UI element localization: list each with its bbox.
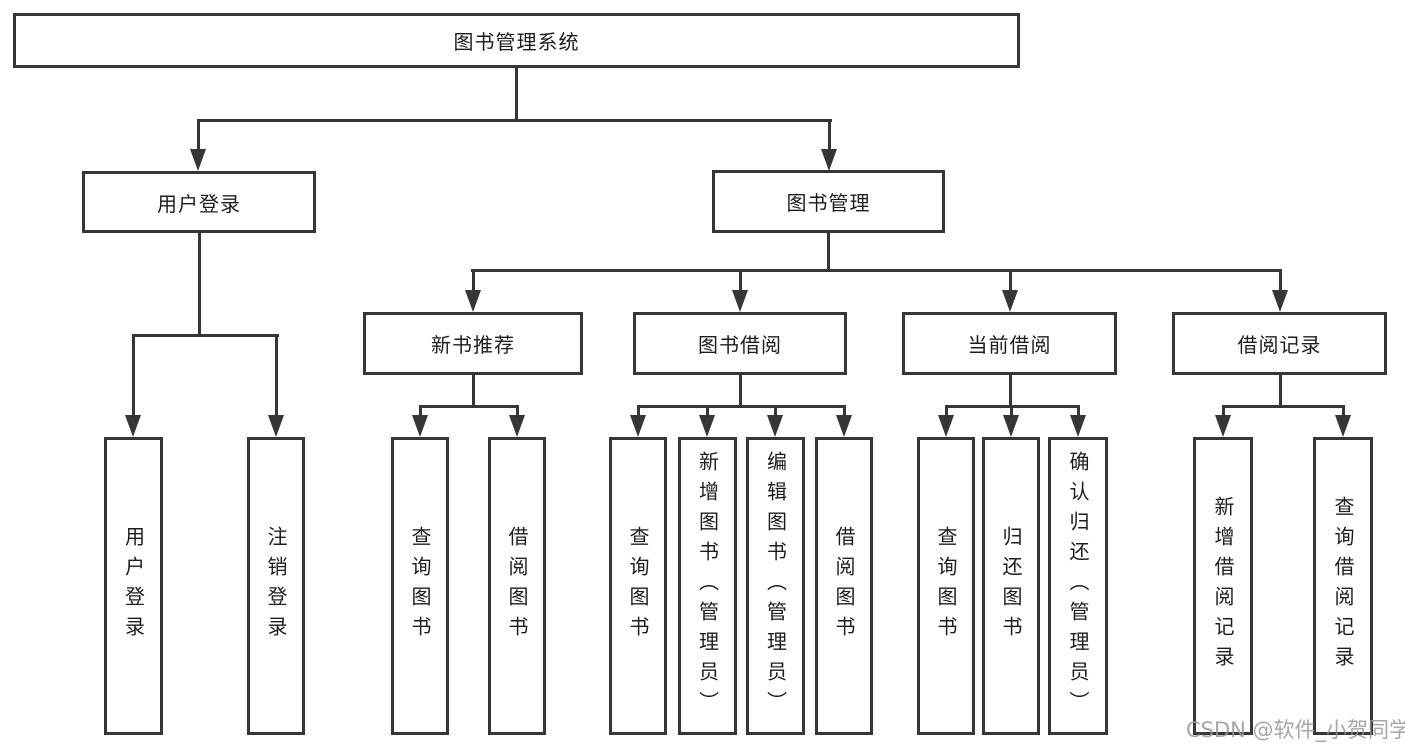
connector	[739, 269, 742, 292]
connector	[132, 334, 279, 337]
arrow-down-icon	[465, 290, 481, 312]
leaf-return-books: 归还图书	[982, 437, 1040, 735]
leaf-borrow-books-label: 借阅图书	[832, 526, 856, 646]
connector	[637, 405, 640, 417]
leaf-return-books-label: 归还图书	[999, 526, 1023, 646]
csdn-watermark: CSDN @软件_小贺同学	[1186, 718, 1405, 742]
leaf-user-login: 用户登录	[104, 437, 163, 735]
connector	[739, 375, 742, 408]
leaf-add-books-admin: 新增图书（管理员）	[678, 437, 737, 735]
leaf-add-borrow-record-label: 新增借阅记录	[1211, 496, 1235, 676]
leaf-query-books-current-label: 查询图书	[934, 526, 958, 646]
connector	[843, 405, 846, 417]
connector	[197, 120, 200, 151]
connector	[1077, 405, 1080, 417]
leaf-logout-label: 注销登录	[264, 526, 288, 646]
connector	[1342, 405, 1345, 417]
arrow-down-icon	[732, 290, 748, 312]
arrow-down-icon	[1002, 290, 1018, 312]
connector	[774, 405, 777, 417]
arrow-down-icon	[821, 149, 837, 171]
arrow-down-icon	[630, 415, 646, 437]
arrow-down-icon	[938, 415, 954, 437]
node-book-management-label: 图书管理	[786, 191, 871, 215]
connector	[515, 68, 518, 121]
node-user-login-label: 用户登录	[157, 191, 241, 216]
arrow-down-icon	[1003, 415, 1019, 437]
leaf-query-books-borrowing: 查询图书	[609, 437, 667, 735]
node-current-borrowing-label: 当前借阅	[967, 333, 1052, 357]
leaf-add-books-admin-label: 新增图书（管理员）	[695, 451, 720, 721]
leaf-borrow-books-recommend-label: 借阅图书	[505, 526, 529, 646]
arrow-down-icon	[767, 415, 783, 437]
connector	[1009, 375, 1012, 408]
arrow-down-icon	[1070, 415, 1086, 437]
node-book-borrowing: 图书借阅	[633, 312, 847, 375]
leaf-edit-books-admin: 编辑图书（管理员）	[746, 437, 805, 735]
node-book-management: 图书管理	[712, 170, 945, 233]
connector	[637, 405, 846, 408]
node-book-borrowing-label: 图书借阅	[698, 333, 782, 357]
leaf-borrow-books: 借阅图书	[815, 437, 873, 735]
node-borrowing-records-label: 借阅记录	[1237, 333, 1322, 357]
leaf-confirm-return-admin: 确认归还（管理员）	[1048, 437, 1108, 735]
connector	[472, 375, 475, 408]
arrow-down-icon	[268, 415, 284, 437]
connector	[827, 233, 830, 272]
leaf-query-books-recommend: 查询图书	[391, 437, 449, 735]
connector	[1279, 269, 1282, 292]
arrow-down-icon	[1272, 290, 1288, 312]
connector	[828, 120, 831, 151]
connector	[275, 334, 278, 417]
connector	[419, 405, 519, 408]
leaf-query-borrow-record-label: 查询借阅记录	[1331, 496, 1355, 676]
node-borrowing-records: 借阅记录	[1172, 312, 1387, 375]
arrow-down-icon	[509, 415, 525, 437]
arrow-down-icon	[412, 415, 428, 437]
connector	[1222, 405, 1225, 417]
arrow-down-icon	[190, 149, 206, 171]
node-user-login: 用户登录	[82, 171, 316, 233]
leaf-confirm-return-admin-label: 确认归还（管理员）	[1066, 451, 1090, 721]
connector	[1010, 405, 1013, 417]
leaf-query-borrow-record: 查询借阅记录	[1313, 437, 1373, 735]
arrow-down-icon	[836, 415, 852, 437]
connector	[197, 119, 832, 122]
node-new-book-recommend: 新书推荐	[363, 312, 583, 375]
leaf-query-books-borrowing-label: 查询图书	[626, 526, 650, 646]
node-root: 图书管理系统	[13, 13, 1020, 68]
connector	[419, 405, 422, 417]
arrow-down-icon	[1335, 415, 1351, 437]
connector	[471, 269, 1282, 272]
leaf-query-books-current: 查询图书	[917, 437, 975, 735]
leaf-edit-books-admin-label: 编辑图书（管理员）	[763, 451, 788, 721]
connector	[516, 405, 519, 417]
connector	[945, 405, 948, 417]
arrow-down-icon	[1215, 415, 1231, 437]
node-current-borrowing: 当前借阅	[902, 312, 1117, 375]
connector	[1222, 405, 1345, 408]
node-new-book-recommend-label: 新书推荐	[431, 333, 515, 357]
arrow-down-icon	[699, 415, 715, 437]
leaf-query-books-recommend-label: 查询图书	[408, 526, 432, 646]
connector	[706, 405, 709, 417]
leaf-user-login-label: 用户登录	[121, 526, 146, 646]
leaf-add-borrow-record: 新增借阅记录	[1193, 437, 1253, 735]
leaf-borrow-books-recommend: 借阅图书	[488, 437, 546, 735]
leaf-logout: 注销登录	[247, 437, 305, 735]
node-root-label: 图书管理系统	[453, 30, 580, 54]
connector	[1279, 375, 1282, 408]
connector	[1009, 269, 1012, 292]
connector	[472, 269, 475, 292]
connector	[198, 233, 201, 337]
connector	[132, 334, 135, 417]
arrow-down-icon	[125, 415, 141, 437]
